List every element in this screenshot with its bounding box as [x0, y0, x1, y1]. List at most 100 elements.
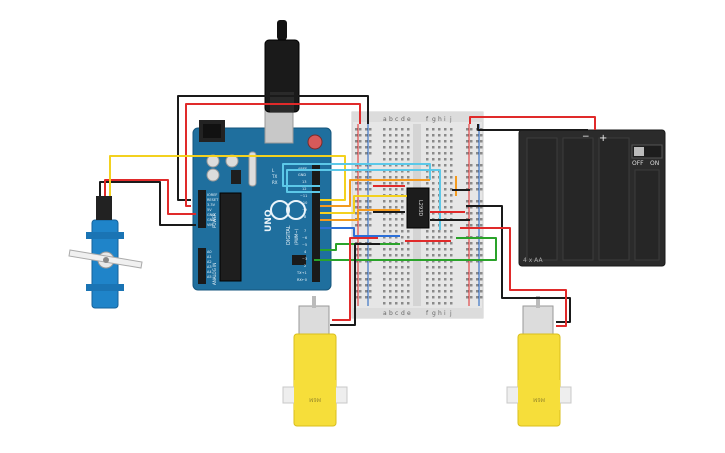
breadboard-hole[interactable] — [395, 302, 398, 305]
breadboard-hole[interactable] — [401, 164, 404, 167]
breadboard-hole[interactable] — [389, 260, 392, 263]
breadboard-rail-hole[interactable] — [369, 260, 372, 263]
breadboard-hole[interactable] — [450, 152, 453, 155]
breadboard-hole[interactable] — [401, 260, 404, 263]
breadboard-rail-hole[interactable] — [480, 296, 483, 299]
breadboard-rail-hole[interactable] — [476, 164, 479, 167]
breadboard-hole[interactable] — [395, 278, 398, 281]
breadboard-hole[interactable] — [432, 266, 435, 269]
breadboard-hole[interactable] — [438, 254, 441, 257]
breadboard-hole[interactable] — [426, 266, 429, 269]
breadboard-rail-hole[interactable] — [476, 260, 479, 263]
breadboard-hole[interactable] — [450, 200, 453, 203]
breadboard-hole[interactable] — [389, 254, 392, 257]
breadboard-hole[interactable] — [432, 152, 435, 155]
breadboard-hole[interactable] — [401, 242, 404, 245]
dc-motor-right[interactable]: M6M — [506, 296, 572, 427]
breadboard-hole[interactable] — [450, 260, 453, 263]
breadboard-rail-hole[interactable] — [355, 170, 358, 173]
breadboard-hole[interactable] — [426, 128, 429, 131]
breadboard-hole[interactable] — [407, 278, 410, 281]
breadboard-rail-hole[interactable] — [480, 146, 483, 149]
breadboard-hole[interactable] — [389, 224, 392, 227]
breadboard-hole[interactable] — [450, 248, 453, 251]
breadboard-hole[interactable] — [432, 236, 435, 239]
breadboard-hole[interactable] — [426, 248, 429, 251]
breadboard-rail-hole[interactable] — [476, 200, 479, 203]
breadboard-hole[interactable] — [389, 146, 392, 149]
breadboard-hole[interactable] — [432, 194, 435, 197]
breadboard-hole[interactable] — [432, 284, 435, 287]
breadboard-rail-hole[interactable] — [369, 176, 372, 179]
breadboard-hole[interactable] — [389, 134, 392, 137]
breadboard-hole[interactable] — [444, 254, 447, 257]
breadboard-rail-hole[interactable] — [359, 296, 362, 299]
breadboard-hole[interactable] — [401, 158, 404, 161]
breadboard-rail-hole[interactable] — [480, 224, 483, 227]
breadboard-hole[interactable] — [407, 272, 410, 275]
breadboard-hole[interactable] — [401, 146, 404, 149]
breadboard-hole[interactable] — [444, 188, 447, 191]
breadboard-hole[interactable] — [401, 272, 404, 275]
breadboard-hole[interactable] — [407, 290, 410, 293]
breadboard-rail-hole[interactable] — [466, 224, 469, 227]
breadboard-hole[interactable] — [389, 296, 392, 299]
breadboard-rail-hole[interactable] — [470, 206, 473, 209]
breadboard-rail-hole[interactable] — [359, 206, 362, 209]
breadboard-rail-hole[interactable] — [480, 212, 483, 215]
breadboard-hole[interactable] — [395, 152, 398, 155]
breadboard-hole[interactable] — [426, 290, 429, 293]
breadboard-hole[interactable] — [426, 230, 429, 233]
breadboard-hole[interactable] — [395, 164, 398, 167]
breadboard-rail-hole[interactable] — [355, 278, 358, 281]
breadboard-hole[interactable] — [383, 248, 386, 251]
breadboard-hole[interactable] — [395, 218, 398, 221]
breadboard-rail-hole[interactable] — [466, 164, 469, 167]
breadboard-hole[interactable] — [401, 230, 404, 233]
breadboard-hole[interactable] — [383, 296, 386, 299]
breadboard-hole[interactable] — [395, 290, 398, 293]
breadboard-hole[interactable] — [383, 224, 386, 227]
breadboard-rail-hole[interactable] — [476, 188, 479, 191]
breadboard-hole[interactable] — [383, 260, 386, 263]
breadboard-hole[interactable] — [444, 212, 447, 215]
breadboard-rail-hole[interactable] — [355, 182, 358, 185]
breadboard-rail-hole[interactable] — [470, 128, 473, 131]
breadboard-hole[interactable] — [444, 128, 447, 131]
breadboard-hole[interactable] — [426, 182, 429, 185]
battery-switch-knob[interactable] — [634, 147, 644, 156]
breadboard-hole[interactable] — [438, 242, 441, 245]
breadboard-rail-hole[interactable] — [470, 218, 473, 221]
breadboard-hole[interactable] — [426, 302, 429, 305]
wire-motor-right-2[interactable] — [460, 227, 567, 327]
breadboard-hole[interactable] — [432, 200, 435, 203]
breadboard-hole[interactable] — [450, 182, 453, 185]
breadboard-rail-hole[interactable] — [369, 200, 372, 203]
breadboard-hole[interactable] — [395, 236, 398, 239]
breadboard-hole[interactable] — [389, 272, 392, 275]
breadboard-rail-hole[interactable] — [466, 140, 469, 143]
breadboard-hole[interactable] — [395, 188, 398, 191]
breadboard-rail-hole[interactable] — [470, 170, 473, 173]
breadboard-hole[interactable] — [432, 278, 435, 281]
breadboard-hole[interactable] — [383, 146, 386, 149]
breadboard-hole[interactable] — [450, 128, 453, 131]
wire-servo-signal[interactable] — [109, 155, 346, 201]
breadboard-hole[interactable] — [389, 170, 392, 173]
breadboard-hole[interactable] — [450, 296, 453, 299]
breadboard-hole[interactable] — [395, 134, 398, 137]
breadboard-rail-hole[interactable] — [466, 170, 469, 173]
breadboard-hole[interactable] — [450, 176, 453, 179]
breadboard[interactable]: a b c d e f g h i j a b c d e f g h i j — [351, 111, 484, 319]
breadboard-rail-hole[interactable] — [480, 176, 483, 179]
breadboard-hole[interactable] — [432, 206, 435, 209]
breadboard-rail-hole[interactable] — [470, 224, 473, 227]
breadboard-rail-hole[interactable] — [480, 260, 483, 263]
breadboard-hole[interactable] — [450, 242, 453, 245]
breadboard-hole[interactable] — [389, 200, 392, 203]
wire-battery-plus[interactable] — [469, 116, 596, 130]
breadboard-rail-hole[interactable] — [480, 290, 483, 293]
breadboard-hole[interactable] — [389, 284, 392, 287]
breadboard-rail-hole[interactable] — [470, 284, 473, 287]
breadboard-hole[interactable] — [383, 170, 386, 173]
